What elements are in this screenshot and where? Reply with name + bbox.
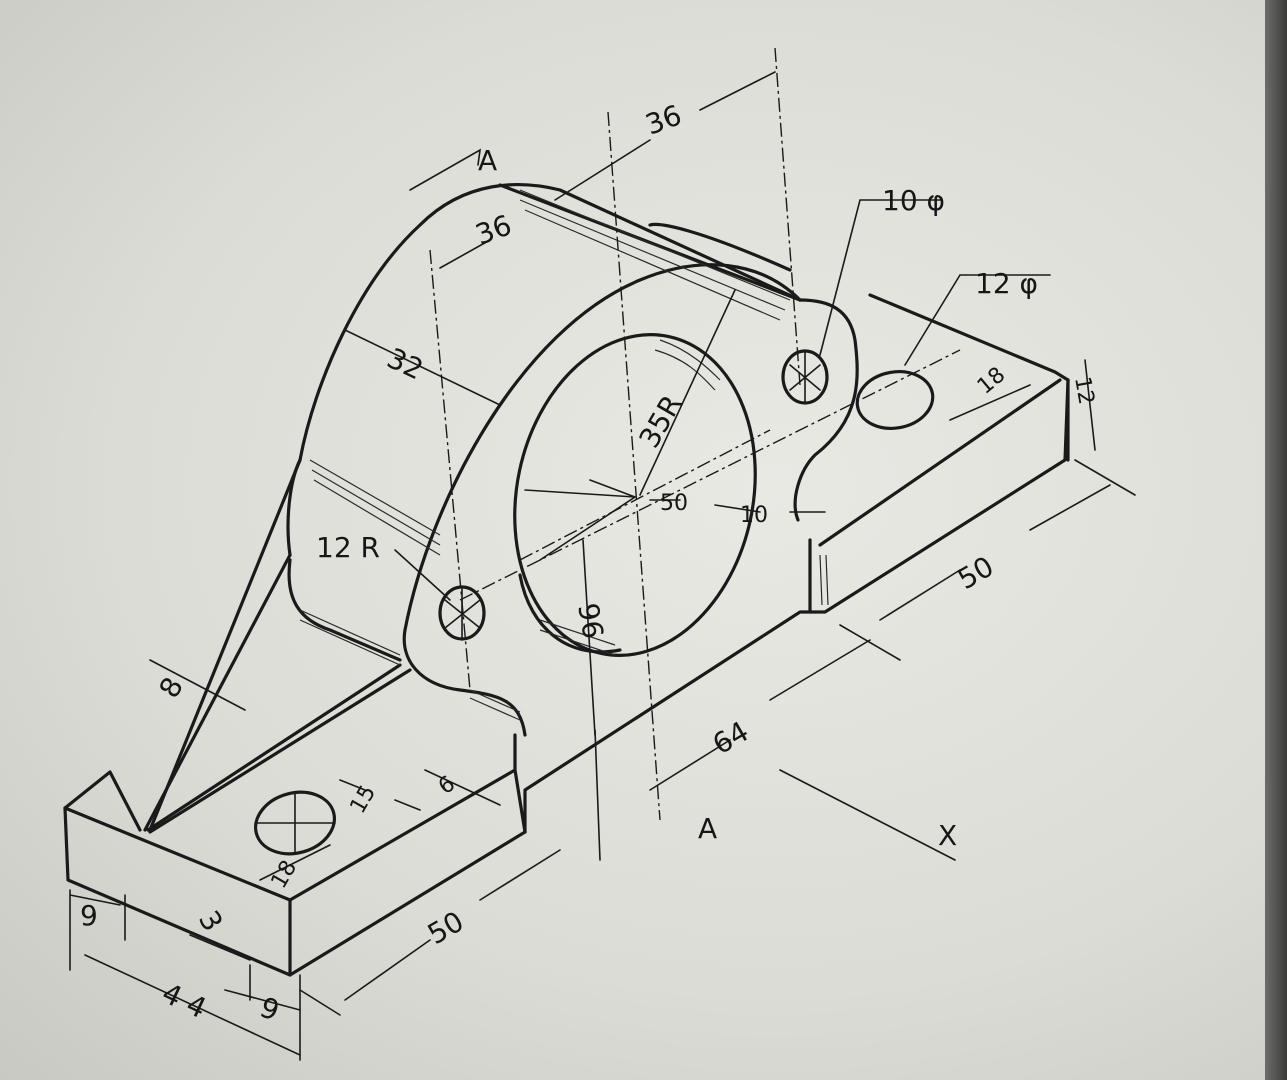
- dim-18-right: 18: [973, 362, 1011, 399]
- dim-64: 64: [707, 715, 754, 761]
- section-label-bottom: A: [698, 812, 717, 845]
- dim-32: 32: [382, 341, 428, 386]
- monitor-bezel: [1265, 0, 1287, 1080]
- view-label-x: X: [938, 819, 957, 852]
- dim-50-center: 50: [660, 491, 688, 516]
- dim-50-front: 50: [422, 905, 469, 951]
- dim-3: 3: [192, 905, 229, 937]
- radius-12: 12 R: [316, 531, 380, 564]
- dim-10: 10: [740, 503, 768, 528]
- dim-36-left: 36: [471, 208, 516, 251]
- holes: [253, 349, 935, 856]
- dim-12-right: 12: [1069, 375, 1098, 407]
- dim-96: 96: [571, 600, 610, 641]
- shading: [299, 189, 829, 721]
- dim-36-top: 36: [641, 98, 686, 141]
- dim-8: 8: [152, 672, 189, 704]
- section-label-top: A: [478, 144, 497, 177]
- dimension-lines: [69, 71, 1136, 1061]
- dim-9-left: 9: [80, 899, 98, 932]
- radius-35: 35R: [632, 389, 688, 453]
- part-outline: [63, 183, 1070, 977]
- dim-44: 4 4: [157, 976, 211, 1025]
- dim-15: 15: [346, 781, 382, 818]
- dim-6: 6: [434, 771, 460, 800]
- dim-50-right: 50: [952, 550, 999, 596]
- hole-12-callout: 12 φ: [975, 267, 1038, 300]
- hole-10-callout: 10 φ: [882, 184, 945, 217]
- dim-9-bottom: 9: [256, 991, 284, 1028]
